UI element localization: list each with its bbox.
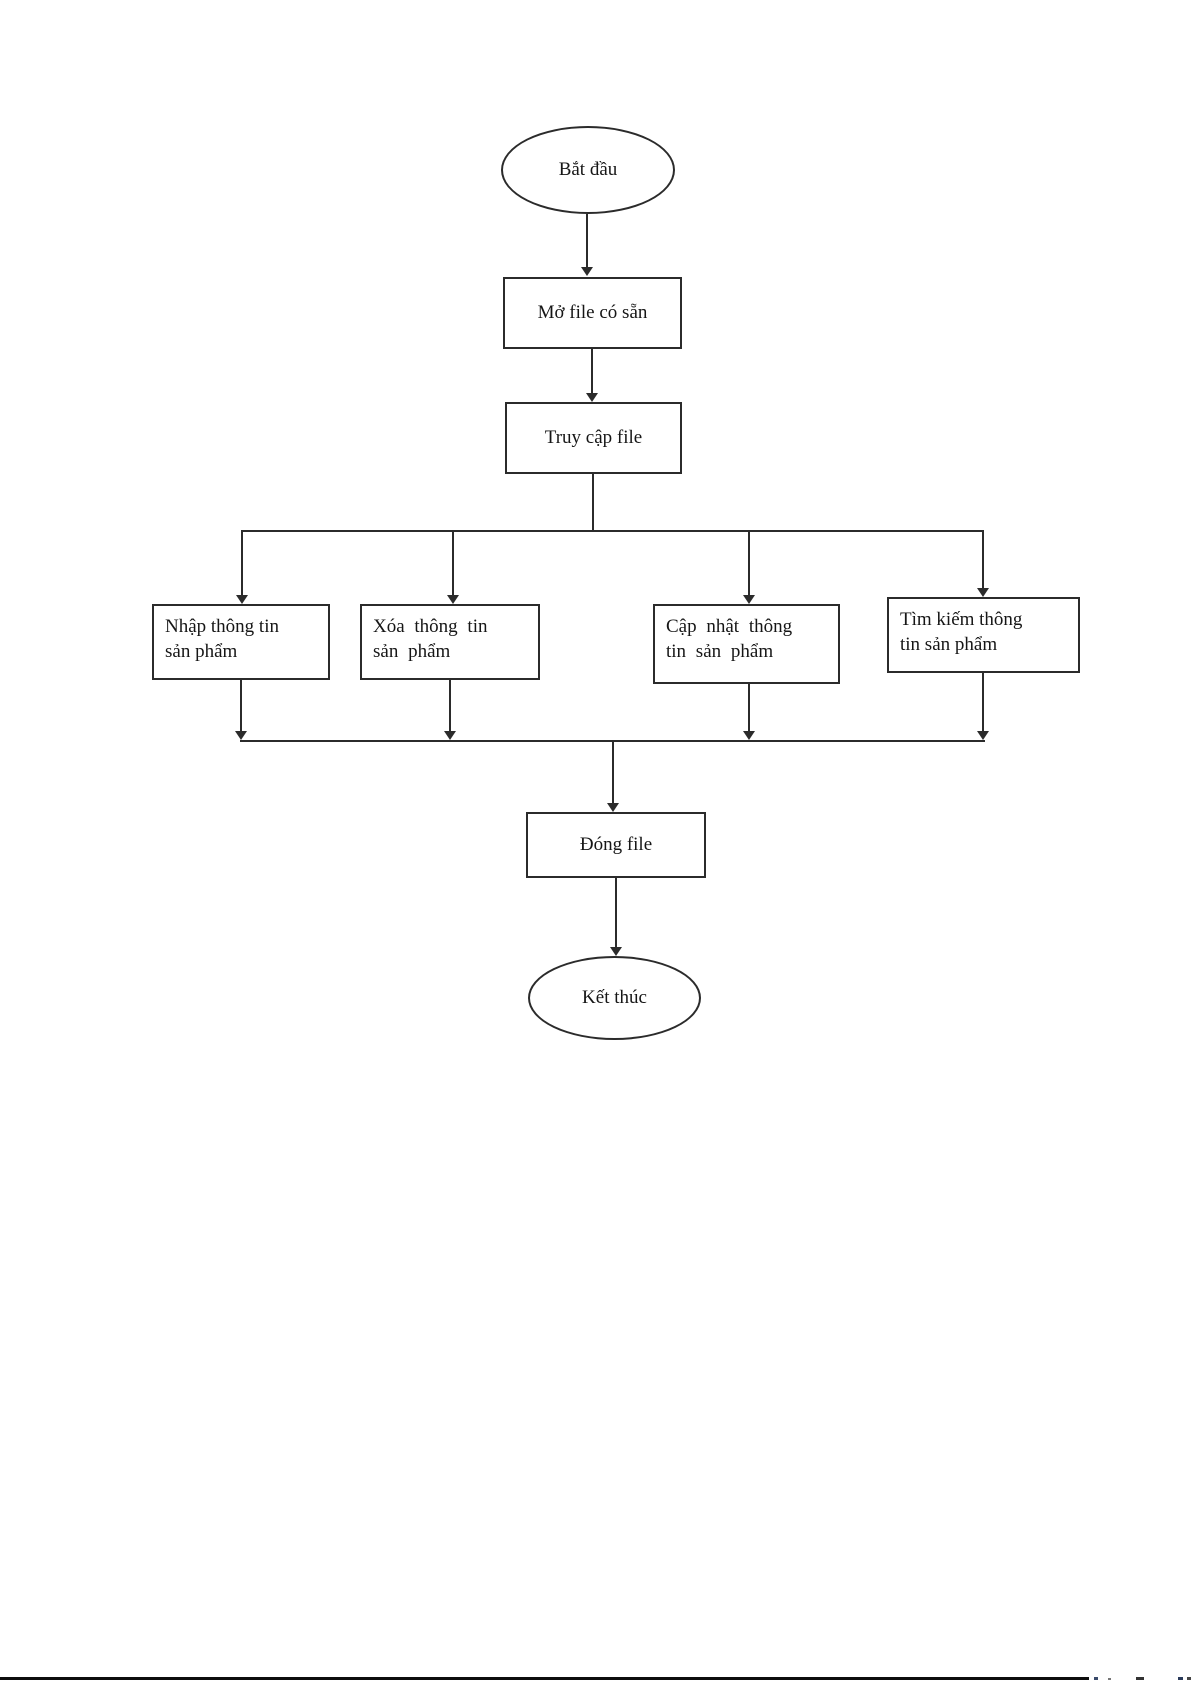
edge-open-to-access-arrowhead-icon	[586, 393, 598, 402]
merge-arrowhead-delete-icon	[444, 731, 456, 740]
split-bar-line	[241, 530, 984, 532]
merge-arrowhead-update-icon	[743, 731, 755, 740]
edge-close-to-end-arrowhead-icon	[610, 947, 622, 956]
node-label-open-file: Mở file có sẵn	[537, 301, 648, 323]
node-label-input-info: Nhập thông tin sản phẩm	[165, 616, 279, 662]
flowchart-node-start: Bắt đầu	[501, 126, 675, 214]
branch-arrowhead-delete-icon	[447, 595, 459, 604]
scan-artifact-speck	[1094, 1677, 1098, 1680]
branch-line-search	[982, 531, 984, 588]
edge-start-to-open-line	[586, 214, 588, 267]
merge-line-update	[748, 684, 750, 731]
flowchart-node-delete-info: Xóa thông tin sản phẩm	[360, 604, 540, 680]
merge-line-input	[240, 680, 242, 731]
node-label-end: Kết thúc	[582, 986, 647, 1008]
branch-line-delete	[452, 531, 454, 595]
edge-access-stem-line	[592, 474, 594, 532]
flowchart-node-access-file: Truy cập file	[505, 402, 682, 474]
scan-artifact-speck	[1187, 1677, 1191, 1680]
edge-close-to-end-line	[615, 878, 617, 947]
merge-arrowhead-search-icon	[977, 731, 989, 740]
branch-arrowhead-update-icon	[743, 595, 755, 604]
merge-line-search	[982, 673, 984, 731]
flowchart-node-update-info: Cập nhật thông tin sản phẩm	[653, 604, 840, 684]
flowchart-node-close-file: Đóng file	[526, 812, 706, 878]
flowchart-node-input-info: Nhập thông tin sản phẩm	[152, 604, 330, 680]
scan-artifact-speck	[1108, 1678, 1111, 1680]
scan-artifact-speck	[1136, 1677, 1144, 1680]
edge-merge-to-close-line	[612, 742, 614, 803]
node-label-close-file: Đóng file	[579, 833, 653, 855]
node-label-delete-info: Xóa thông tin sản phẩm	[373, 616, 488, 662]
branch-arrowhead-input-icon	[236, 595, 248, 604]
merge-arrowhead-input-icon	[235, 731, 247, 740]
branch-arrowhead-search-icon	[977, 588, 989, 597]
edge-start-to-open-arrowhead-icon	[581, 267, 593, 276]
node-label-update-info: Cập nhật thông tin sản phẩm	[666, 616, 793, 662]
scan-artifact-speck	[1178, 1677, 1183, 1680]
flowchart-node-search-info: Tìm kiếm thông tin sản phẩm	[887, 597, 1080, 673]
branch-line-input	[241, 531, 243, 595]
merge-bar-line	[240, 740, 985, 742]
flowchart-node-open-file: Mở file có sẵn	[503, 277, 682, 349]
edge-merge-to-close-arrowhead-icon	[607, 803, 619, 812]
node-label-start: Bắt đầu	[558, 158, 618, 180]
page-bottom-rule	[0, 1677, 1089, 1680]
edge-open-to-access-line	[591, 349, 593, 393]
node-label-search-info: Tìm kiếm thông tin sản phẩm	[900, 609, 1023, 655]
merge-line-delete	[449, 680, 451, 731]
node-label-access-file: Truy cập file	[544, 426, 643, 448]
branch-line-update	[748, 531, 750, 595]
flowchart-node-end: Kết thúc	[528, 956, 701, 1040]
